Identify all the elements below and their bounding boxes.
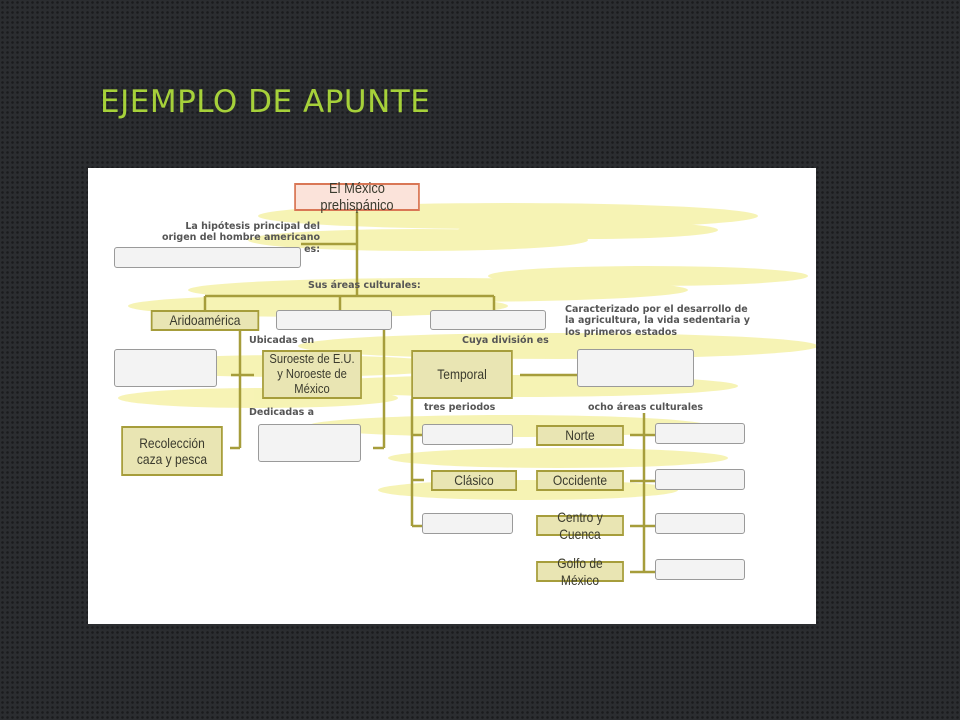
blank-box-area-3[interactable] xyxy=(430,310,546,330)
label-areas-culturales: Sus áreas culturales: xyxy=(308,280,421,291)
label-tres-periodos: tres periodos xyxy=(424,402,496,413)
node-norte: Norte xyxy=(536,425,624,446)
label-caracterizado: Caracterizado por el desarrollo de la ag… xyxy=(565,304,750,338)
connector-lines xyxy=(203,212,655,574)
blank-box-hipotesis[interactable] xyxy=(114,247,301,268)
label-ocho-areas: ocho áreas culturales xyxy=(588,402,704,413)
highlight-stroke xyxy=(488,266,808,286)
blank-box-area-2[interactable] xyxy=(276,310,392,330)
label-dedicadas-a: Dedicadas a xyxy=(249,407,315,418)
diagram-panel: El México prehispánico Aridoamérica Suro… xyxy=(88,168,816,624)
label-cuya-division: Cuya división es xyxy=(462,335,549,346)
slide-title: EJEMPLO DE APUNTE xyxy=(100,84,431,120)
blank-box-norte[interactable] xyxy=(655,423,745,444)
label-hipotesis: La hipótesis principal del origen del ho… xyxy=(161,221,320,255)
node-recoleccion: Recolección caza y pesca xyxy=(121,426,223,476)
blank-box-periodo-3[interactable] xyxy=(422,513,513,534)
node-golfo-de-mexico: Golfo de México xyxy=(536,555,624,588)
node-aridoamerica: Aridoamérica xyxy=(150,310,260,331)
blank-box-golfo[interactable] xyxy=(655,559,745,580)
node-temporal: Temporal xyxy=(411,350,513,399)
highlight-stroke xyxy=(458,221,718,239)
blank-box-centro[interactable] xyxy=(655,513,745,534)
blank-box-aridoamerica-left[interactable] xyxy=(114,349,217,387)
node-suroeste: Suroeste de E.U. y Noroeste de México xyxy=(262,350,362,399)
blank-box-dedicadas[interactable] xyxy=(258,424,361,462)
label-ubicadas-en: Ubicadas en xyxy=(249,335,315,346)
node-occidente: Occidente xyxy=(536,470,624,491)
blank-box-caracterizado[interactable] xyxy=(577,349,694,387)
blank-box-periodo-1[interactable] xyxy=(422,424,513,445)
node-clasico: Clásico xyxy=(431,470,517,491)
node-centro-y-cuenca: Centro y Cuenca xyxy=(536,509,624,542)
node-mexico-prehispanico: El México prehispánico xyxy=(294,180,420,214)
blank-box-occidente[interactable] xyxy=(655,469,745,490)
